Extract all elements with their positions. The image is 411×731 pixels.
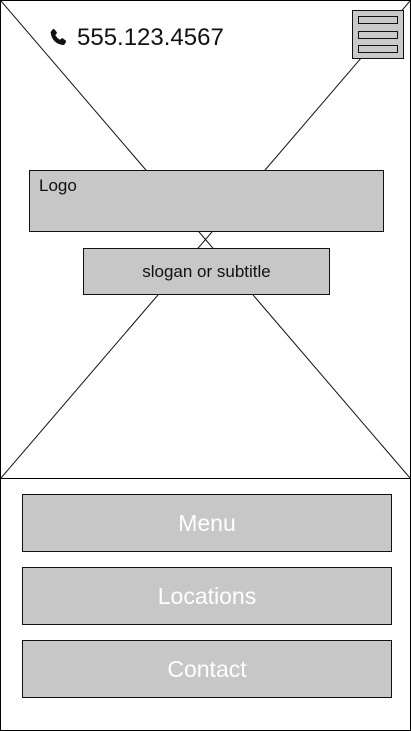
slogan-placeholder: slogan or subtitle [83, 248, 330, 295]
contact-nav-button[interactable]: Contact [22, 640, 392, 698]
hamburger-menu-icon [358, 16, 398, 24]
menu-nav-button[interactable]: Menu [22, 494, 392, 552]
image-placeholder-cross [1, 1, 410, 478]
locations-nav-label: Locations [157, 582, 257, 609]
phone-icon [50, 28, 67, 45]
hero-image-placeholder: 555.123.4567 Logo slogan or subtitle [1, 1, 410, 479]
slogan-text: slogan or subtitle [142, 261, 271, 281]
contact-nav-label: Contact [167, 655, 247, 682]
logo-placeholder: Logo [29, 170, 384, 232]
hamburger-menu-button[interactable] [352, 10, 404, 59]
hamburger-menu-icon-bar [358, 30, 398, 39]
locations-nav-button[interactable]: Locations [22, 567, 392, 625]
phone-contact[interactable]: 555.123.4567 [47, 23, 224, 53]
logo-label: Logo [39, 176, 77, 195]
phone-number: 555.123.4567 [77, 24, 224, 51]
hamburger-menu-icon-bar [358, 45, 398, 53]
menu-nav-label: Menu [178, 509, 236, 536]
